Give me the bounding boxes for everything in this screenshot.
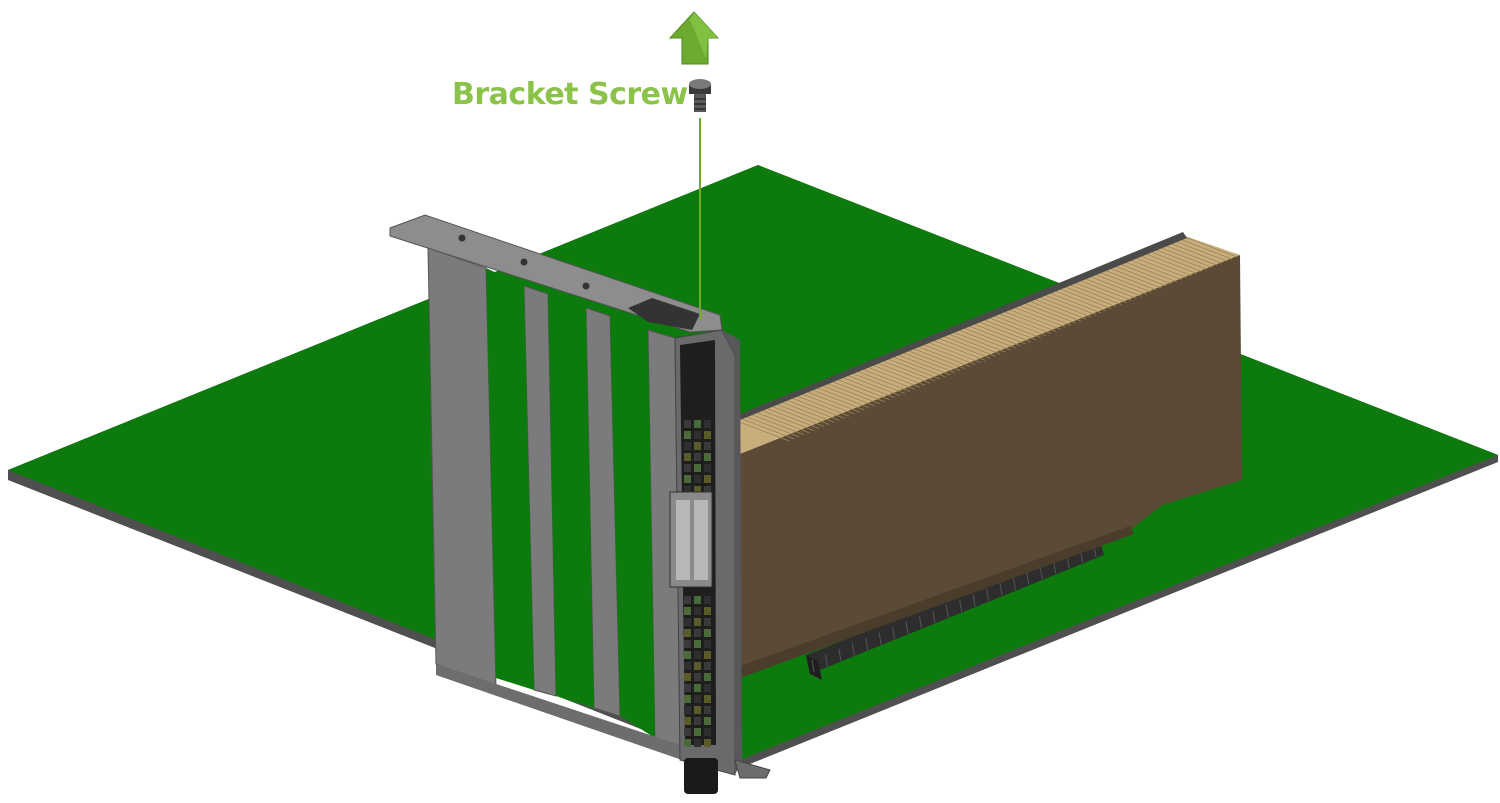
pcie-slot [806,540,1104,680]
bracket-screw-label: Bracket Screw [452,77,688,112]
heatsink-fin-lines [736,236,1238,442]
gpu-card [735,232,1242,678]
bracket-screw-tab [628,298,700,330]
pci-bracket [389,214,771,794]
up-arrow-icon [668,11,720,65]
bracket-bottom-tab [684,758,718,794]
screw-icon [689,79,711,112]
io-vent-grid [684,420,711,747]
gpu-card-side [735,255,1242,672]
